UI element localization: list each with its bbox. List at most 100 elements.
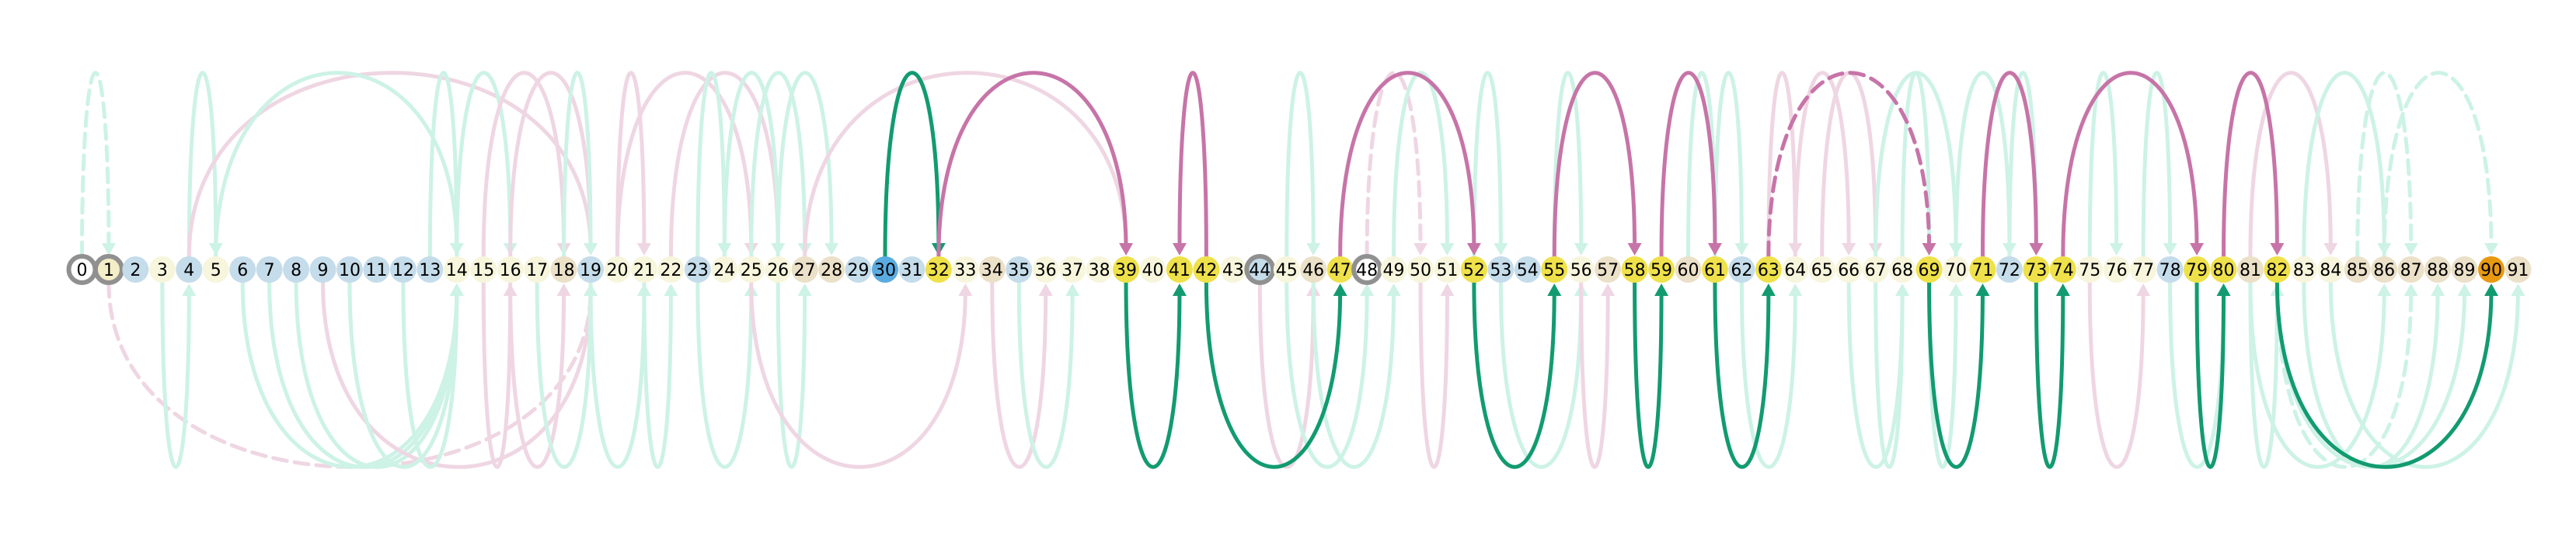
node-40: 40 <box>1139 256 1166 283</box>
arc-path <box>1392 71 1449 259</box>
node-circle <box>389 256 417 283</box>
node-label: 87 <box>2400 261 2422 280</box>
arrowhead-icon <box>2323 243 2338 256</box>
node-circle <box>1006 256 1033 283</box>
node-55: 55 <box>1541 256 1568 283</box>
arrowhead-icon <box>1333 283 1347 296</box>
node-label: 85 <box>2347 261 2369 280</box>
node-label: 63 <box>1758 261 1779 280</box>
node-circle <box>148 256 176 283</box>
arc-77-to-78 <box>2141 71 2177 259</box>
node-circle <box>925 256 952 283</box>
arc-path <box>1713 280 1771 469</box>
node-circle <box>1273 256 1300 283</box>
arc-path <box>776 71 834 259</box>
node-label: 25 <box>741 261 762 280</box>
node-label: 82 <box>2266 261 2288 280</box>
node-label: 39 <box>1115 261 1137 280</box>
node-36: 36 <box>1032 256 1059 283</box>
node-circle <box>1244 254 1276 285</box>
node-circle <box>229 256 256 283</box>
arrowhead-icon <box>1360 283 1375 296</box>
arc-82-to-87 <box>2274 280 2418 469</box>
arc-52-to-53 <box>1472 71 1508 259</box>
arc-path <box>1124 280 1182 469</box>
node-circle <box>417 256 444 283</box>
arrowhead-icon <box>1440 283 1455 296</box>
node-circle <box>1782 256 1809 283</box>
arc-65-to-67 <box>1820 71 1883 259</box>
arc-path <box>427 71 459 259</box>
arrowhead-icon <box>1788 283 1803 296</box>
node-label: 91 <box>2507 261 2529 280</box>
node-circle <box>176 256 203 283</box>
node-label: 8 <box>291 261 302 280</box>
arc-path <box>2248 280 2386 469</box>
node-circle <box>1460 256 1487 283</box>
arc-18-to-19 <box>562 71 598 259</box>
arc-path <box>1552 71 1584 259</box>
arc-path <box>2328 280 2520 469</box>
arc-23-to-25 <box>695 280 758 469</box>
arc-path <box>776 280 807 469</box>
node-4: 4 <box>176 256 203 283</box>
node-label: 60 <box>1678 261 1699 280</box>
arc-25-to-33 <box>749 280 973 469</box>
arc-83-to-86 <box>2302 71 2392 259</box>
arrowhead-icon <box>2484 283 2498 296</box>
node-circle <box>1675 256 1702 283</box>
node-25: 25 <box>737 256 765 283</box>
faint-arc-layer <box>80 71 2525 469</box>
node-circle <box>1380 256 1407 283</box>
node-circle <box>818 256 845 283</box>
node-circle <box>604 256 631 283</box>
node-46: 46 <box>1300 256 1327 283</box>
arc-path <box>347 280 459 469</box>
arrowhead-icon <box>2109 243 2124 256</box>
arc-75-to-77 <box>2087 280 2151 469</box>
arc-85-to-87 <box>2355 71 2418 259</box>
node-24: 24 <box>711 256 738 283</box>
node-label: 34 <box>981 261 1003 280</box>
arrowhead-icon <box>1707 243 1722 256</box>
arc-path <box>2087 280 2146 469</box>
arrowhead-icon <box>1172 243 1187 256</box>
node-label: 23 <box>687 261 709 280</box>
node-circle <box>2371 256 2398 283</box>
node-circle <box>2344 256 2371 283</box>
node-48: 48 <box>1351 254 1383 285</box>
arc-0-to-1 <box>80 71 116 259</box>
arc-path <box>1633 280 1664 469</box>
node-label: 1 <box>103 261 114 280</box>
node-circle <box>1086 256 1113 283</box>
node-51: 51 <box>1434 256 1461 283</box>
node-56: 56 <box>1567 256 1595 283</box>
arc-path <box>2061 71 2199 259</box>
arrowhead-icon <box>636 243 651 256</box>
node-circle <box>1621 256 1648 283</box>
arc-path <box>1472 280 1556 469</box>
arc-86-to-90 <box>2382 71 2498 259</box>
arc-84-to-91 <box>2328 280 2525 469</box>
arc-61-to-63 <box>1713 280 1776 469</box>
node-label: 45 <box>1276 261 1298 280</box>
node-26: 26 <box>765 256 792 283</box>
node-78: 78 <box>2156 256 2184 283</box>
node-circle <box>765 256 792 283</box>
arc-path <box>508 71 593 259</box>
node-76: 76 <box>2103 256 2130 283</box>
node-label: 41 <box>1169 261 1190 280</box>
arc-9-to-19 <box>321 280 598 469</box>
node-29: 29 <box>845 256 872 283</box>
node-circle <box>577 256 605 283</box>
node-circle <box>2103 256 2130 283</box>
node-label: 24 <box>713 261 735 280</box>
arc-75-to-76 <box>2087 71 2124 259</box>
node-circle <box>711 256 738 283</box>
arrowhead-icon <box>1627 243 1642 256</box>
node-circle <box>1139 256 1166 283</box>
arrowhead-icon <box>1306 243 1321 256</box>
node-circle <box>1193 256 1220 283</box>
node-circle <box>2130 256 2157 283</box>
